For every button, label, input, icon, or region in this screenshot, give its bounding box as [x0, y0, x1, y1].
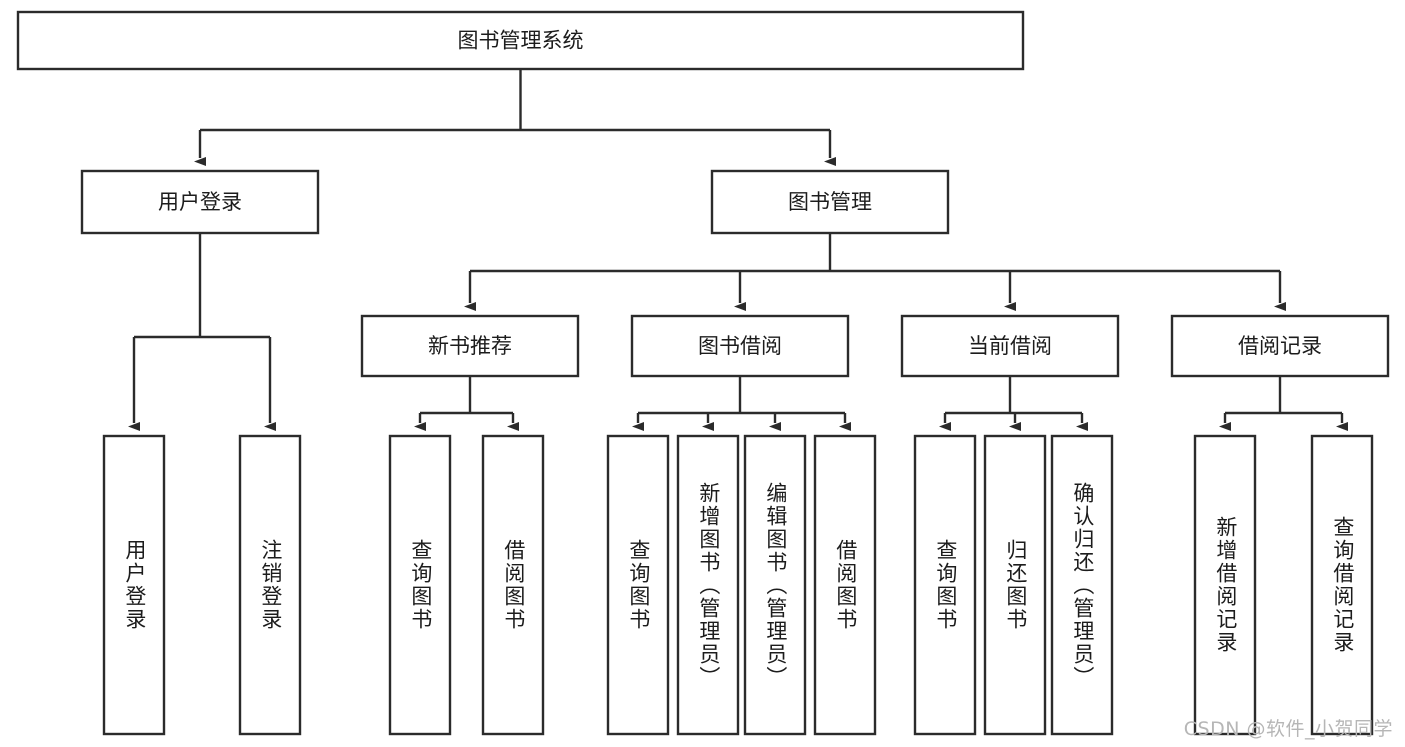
- node-level2-label-1: 图书管理: [788, 190, 872, 214]
- node-level3-1[interactable]: [630, 314, 850, 378]
- node-level3-2[interactable]: [900, 314, 1120, 378]
- node-level3-label-0: 新书推荐: [428, 334, 512, 358]
- node-level3-label-3: 借阅记录: [1238, 334, 1322, 358]
- node-level2-label-0: 用户登录: [158, 190, 242, 214]
- node-leaf-0[interactable]: [102, 434, 166, 736]
- node-root[interactable]: [16, 10, 1025, 71]
- watermark-text: CSDN @软件_小贺同学: [1183, 718, 1393, 740]
- node-leaf-2[interactable]: [388, 434, 452, 736]
- node-leaf-12[interactable]: [1310, 434, 1374, 736]
- node-level3-label-2: 当前借阅: [968, 334, 1052, 358]
- node-leaf-7[interactable]: [813, 434, 877, 736]
- node-level3-3[interactable]: [1170, 314, 1390, 378]
- node-leaf-8[interactable]: [913, 434, 977, 736]
- node-level3-0[interactable]: [360, 314, 580, 378]
- node-leaf-6[interactable]: [743, 434, 807, 736]
- node-leaf-1[interactable]: [238, 434, 302, 736]
- node-leaf-4[interactable]: [606, 434, 670, 736]
- node-boxes: [16, 10, 1390, 736]
- node-leaf-11[interactable]: [1193, 434, 1257, 736]
- connector-lines: [128, 69, 1348, 431]
- node-leaf-9[interactable]: [983, 434, 1047, 736]
- node-root-label: 图书管理系统: [458, 29, 584, 53]
- node-leaf-3[interactable]: [481, 434, 545, 736]
- node-level2-0[interactable]: [80, 169, 320, 235]
- node-level2-1[interactable]: [710, 169, 950, 235]
- node-level3-label-1: 图书借阅: [698, 334, 782, 358]
- node-leaf-10[interactable]: [1050, 434, 1114, 736]
- node-leaf-5[interactable]: [676, 434, 740, 736]
